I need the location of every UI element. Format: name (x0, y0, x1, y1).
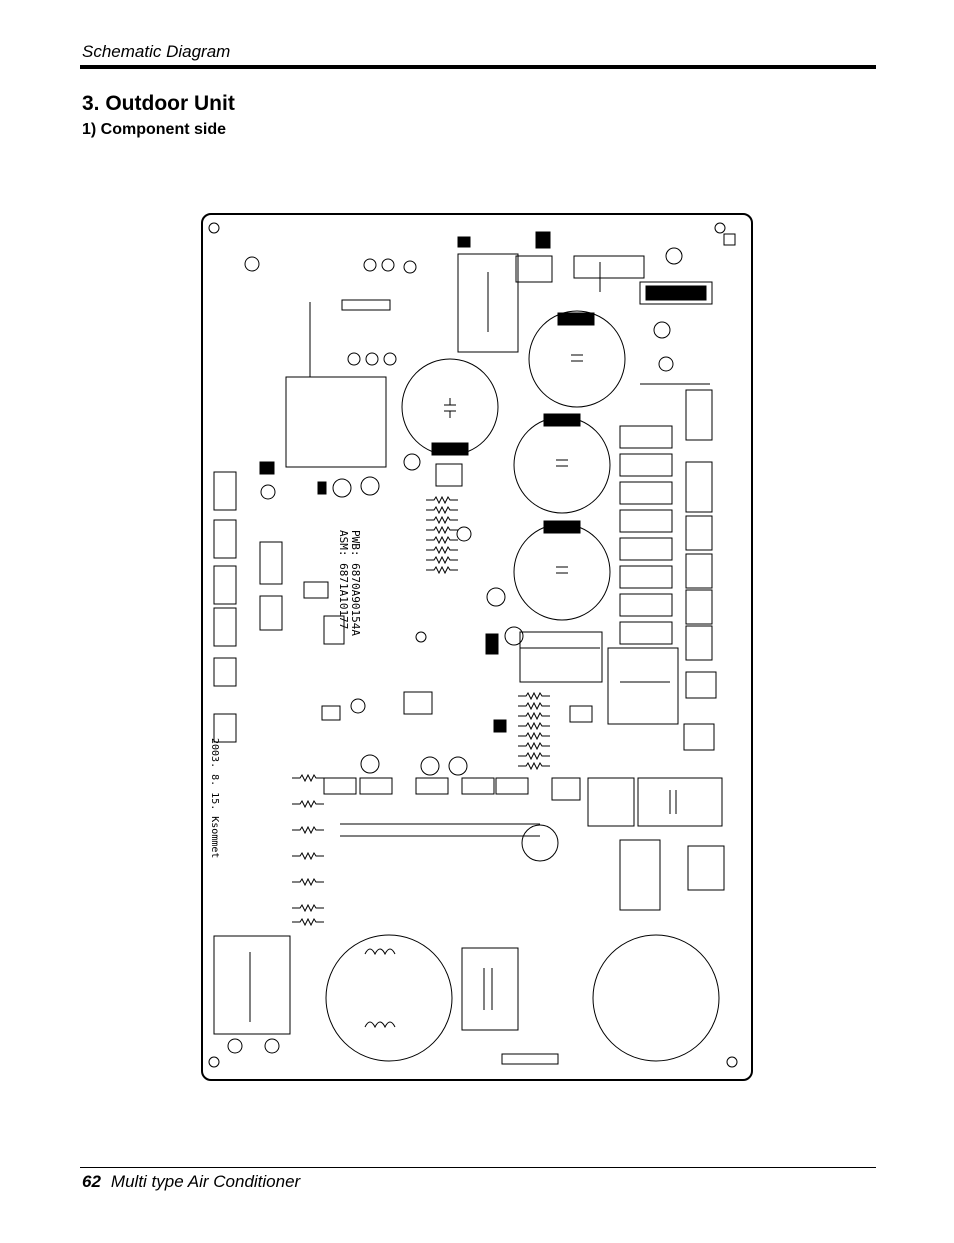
terminal-block (213, 935, 291, 1035)
mount-hole (208, 1056, 220, 1068)
terminal-N (264, 1038, 280, 1054)
terminal-L (227, 1038, 243, 1054)
capacitor-large (528, 310, 626, 408)
ic (303, 581, 329, 599)
transistor (557, 312, 595, 326)
ic (403, 691, 433, 715)
footer-title: Multi type Air Conditioner (110, 1172, 301, 1191)
film-capacitor (637, 777, 723, 827)
resistor-array (292, 495, 550, 927)
mount-hole (726, 1056, 738, 1068)
capacitor-large (401, 358, 499, 456)
ic (341, 299, 391, 311)
noise-filter-right (592, 934, 720, 1062)
section-title: 3. Outdoor Unit (82, 92, 235, 115)
traces (309, 262, 710, 837)
diode (457, 236, 471, 248)
ic (435, 463, 463, 487)
ic (485, 633, 499, 655)
relay-pwr (619, 839, 661, 911)
ic (317, 481, 327, 495)
bridge-rect (461, 947, 519, 1031)
relay-comp (519, 631, 603, 683)
page-number: 62 (82, 1172, 101, 1191)
board-outline (201, 213, 753, 1081)
board-date-label: 2003. 8. 15. Ksommet (209, 738, 220, 858)
ptc (687, 845, 725, 891)
connector-block (515, 255, 553, 283)
header-rule (80, 65, 876, 69)
board-pcb-label: PWB: 6870A90154A (349, 530, 362, 636)
footer-rule (80, 1167, 876, 1168)
noise-filter-left (325, 934, 453, 1062)
ic (493, 719, 507, 733)
transistor (431, 442, 469, 456)
subsection-title: 1) Component side (82, 121, 227, 138)
header-title: Schematic Diagram (82, 42, 231, 61)
square-pad (723, 233, 736, 246)
mount-hole (208, 222, 220, 234)
capacitor-large (513, 523, 611, 621)
bottom-jumper (501, 1053, 559, 1065)
ic-chip (457, 253, 519, 353)
ic (535, 231, 551, 249)
relay (573, 255, 645, 279)
transformer (285, 376, 387, 468)
footer: 62 Multi type Air Conditioner (82, 1172, 300, 1192)
relay-box (683, 723, 715, 751)
ic (321, 705, 341, 721)
capacitor-large (513, 416, 611, 514)
sensor-connectors (323, 777, 581, 801)
mount-hole (415, 631, 427, 643)
mount-hole (714, 222, 726, 234)
transistor (543, 520, 581, 534)
connector-column (619, 389, 713, 661)
fuse-holder (639, 281, 713, 305)
ic (569, 705, 593, 723)
ic (259, 461, 275, 475)
board-assy-label: ASM: 6871A10177 (337, 530, 350, 629)
relay-small (587, 777, 635, 827)
left-connectors (213, 471, 283, 743)
ic (323, 615, 345, 645)
fuse (645, 285, 707, 301)
pcb-component-diagram: PWB: 6870A90154A ASM: 6871A10177 2003. 8… (200, 212, 754, 1082)
relay-box (685, 671, 717, 699)
transistor (543, 413, 581, 427)
relay-fan (607, 647, 679, 725)
small-capacitors (244, 247, 683, 862)
